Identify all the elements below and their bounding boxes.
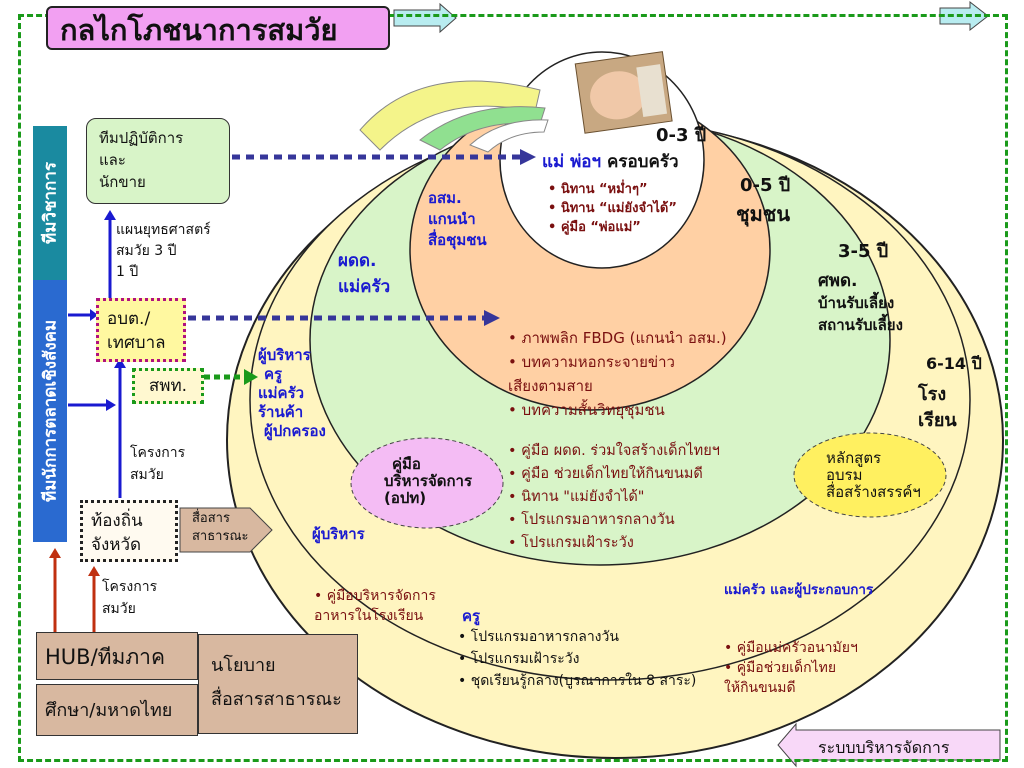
orange-list: • ภาพพลิก FBDG (แกนนำ อสม.)• บทความหอกระ…: [508, 329, 727, 419]
management-label: ระบบบริหารจัดการ: [818, 738, 950, 757]
stakeholders-label: ผู้บริหารครูแม่ครัวร้านค้าผู้ปกครอง: [258, 346, 326, 440]
teacher-list: • โปรแกรมอาหารกลางวัน• โปรแกรมเฝ้าระวัง•…: [458, 629, 697, 689]
pink-oval: [350, 437, 504, 529]
green-list: • คู่มือ ผดด. ร่วมใจสร้างเด็กไทยฯ• คู่มื…: [508, 443, 720, 551]
admin-label: ผู้บริหาร: [312, 525, 365, 543]
right-arrow-icon: [393, 2, 457, 34]
inner-list: • นิทาน “หม่ำๆ”• นิทาน “แม่ยังจำได้”• คู…: [548, 182, 677, 235]
sphc-box: สพท.: [132, 368, 204, 404]
yellow-oval-text: หลักสูตรอบรมสื่อสร้างสรรค์ฯ: [826, 449, 921, 501]
family-label: แม่ พ่อฯ ครอบครัว: [542, 152, 679, 172]
community-label: ชุมชน: [736, 202, 791, 226]
volunteer-label: อสม.แกนนำสื่อชุมชน: [428, 189, 487, 249]
university-box: ศึกษา/มหาดไทย: [36, 684, 198, 736]
age-0-3: 0-3 ปี: [656, 125, 707, 146]
mass-comm-small: สื่อสารสาธารณะ: [192, 511, 249, 544]
ops-team-box: ทีมปฏิบัติการและนักขาย: [86, 118, 230, 204]
project-text-2: โครงการสมวัย: [102, 579, 158, 617]
age-3-5: 3-5 ปี: [838, 241, 889, 262]
baby-photo-icon: [574, 51, 673, 134]
teacher-label: ครู: [462, 607, 481, 625]
page-title: กลไกโภชนาการสมวัย: [46, 6, 390, 50]
vbar-academic: ทีมวิชาการ: [33, 126, 67, 280]
hub-box: HUB/ทีมภาค: [36, 632, 198, 680]
local-gov-box: อบต./เทศบาล: [96, 298, 186, 362]
school-label: โรงเรียน: [918, 384, 957, 431]
dashed-frame: [18, 14, 1008, 762]
policy-box: นโยบายสื่อสารสาธารณะ: [198, 634, 358, 734]
caregiver-label: ผดด.แม่ครัว: [338, 251, 391, 297]
admin-list: • คู่มือบริหารจัดการ อาหารในโรงเรียน: [314, 588, 436, 624]
center-label: ศพด. บ้านรับเลี้ยง สถานรับเลี้ยง: [818, 271, 903, 334]
cook-label: แม่ครัว และผู้ประกอบการ: [724, 582, 874, 598]
project-text-1: โครงการสมวัย: [130, 445, 186, 483]
pink-oval-text: คู่มือบริหารจัดการ(อปท): [384, 455, 473, 507]
cook-list: • คู่มือแม่ครัวอนามัยฯ• คู่มือช่วยเด็กไท…: [724, 640, 858, 696]
strategy-text: แผนยุทธศาสตร์สมวัย 3 ปี1 ปี: [116, 222, 211, 280]
age-0-5: 0-5 ปี: [740, 175, 791, 196]
yellow-oval: [793, 432, 947, 518]
vbar-social: ทีมนักการตลาดเชิงสังคม: [33, 280, 67, 542]
province-box: ท้องถิ่นจังหวัด: [80, 500, 178, 562]
age-6-14: 6-14 ปี: [926, 354, 982, 373]
